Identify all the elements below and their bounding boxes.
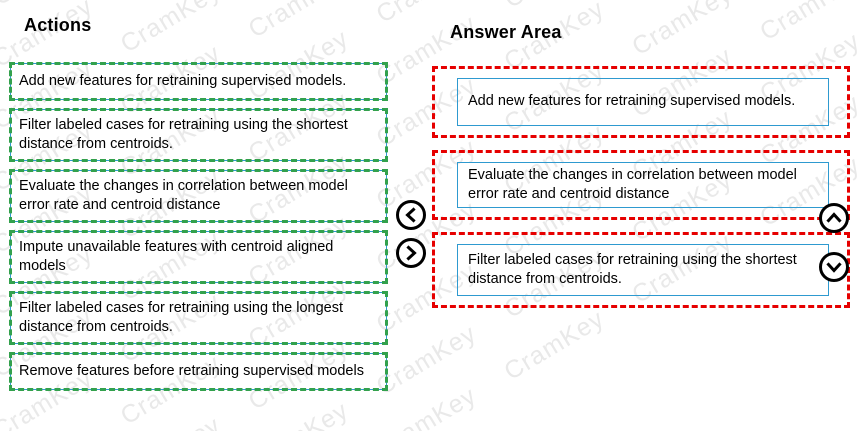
- chevron-down-icon: [826, 259, 842, 275]
- answer-drop-slot[interactable]: Evaluate the changes in correlation betw…: [432, 150, 850, 220]
- chevron-left-icon: [403, 207, 419, 223]
- action-item[interactable]: Impute unavailable features with centroi…: [9, 230, 388, 284]
- action-item[interactable]: Evaluate the changes in correlation betw…: [9, 169, 388, 223]
- answer-item[interactable]: Evaluate the changes in correlation betw…: [457, 162, 829, 208]
- action-item-label: Impute unavailable features with centroi…: [19, 238, 334, 274]
- watermark-text: CramKey: [0, 426, 98, 431]
- answer-item-label: Filter labeled cases for retraining usin…: [468, 251, 797, 287]
- watermark-text: CramKey: [116, 411, 226, 431]
- answer-drop-slot[interactable]: Add new features for retraining supervis…: [432, 66, 850, 138]
- watermark-row: CramKeyCramKeyCramKeyCramKeyCramKeyCramK…: [0, 0, 866, 27]
- watermark-text: CramKey: [371, 381, 482, 431]
- action-item[interactable]: Add new features for retraining supervis…: [9, 62, 388, 101]
- answer-item-label: Evaluate the changes in correlation betw…: [468, 166, 797, 202]
- action-item-label: Add new features for retraining supervis…: [19, 72, 347, 89]
- action-item-label: Filter labeled cases for retraining usin…: [19, 299, 344, 335]
- watermark-text: CramKey: [243, 0, 354, 44]
- action-item[interactable]: Remove features before retraining superv…: [9, 352, 388, 391]
- watermark-text: CramKey: [244, 396, 354, 431]
- chevron-up-icon: [826, 210, 842, 226]
- action-item[interactable]: Filter labeled cases for retraining usin…: [9, 291, 388, 345]
- actions-panel-title: Actions: [24, 15, 92, 35]
- answer-area-list: Add new features for retraining supervis…: [432, 66, 850, 320]
- answer-drop-slot[interactable]: Filter labeled cases for retraining usin…: [432, 232, 850, 308]
- answer-item[interactable]: Filter labeled cases for retraining usin…: [457, 244, 829, 296]
- actions-list: Add new features for retraining supervis…: [9, 62, 388, 399]
- move-left-button[interactable]: [396, 200, 426, 230]
- action-item-label: Remove features before retraining superv…: [19, 362, 364, 379]
- answer-area-title: Answer Area: [450, 22, 562, 42]
- action-item-label: Evaluate the changes in correlation betw…: [19, 177, 348, 213]
- watermark-text: CramKey: [115, 0, 226, 59]
- answer-item-label: Add new features for retraining supervis…: [468, 93, 796, 109]
- action-item-label: Filter labeled cases for retraining usin…: [19, 116, 348, 152]
- answer-item[interactable]: Add new features for retraining supervis…: [457, 78, 829, 126]
- watermark-text: CramKey: [499, 0, 609, 15]
- action-item[interactable]: Filter labeled cases for retraining usin…: [9, 108, 388, 162]
- chevron-right-icon: [403, 245, 419, 261]
- move-up-button[interactable]: [819, 203, 849, 233]
- watermark-text: CramKey: [627, 0, 737, 61]
- watermark-text: CramKey: [0, 0, 98, 12]
- move-down-button[interactable]: [819, 252, 849, 282]
- watermark-text: CramKey: [755, 0, 865, 47]
- watermark-text: CramKey: [371, 319, 482, 401]
- move-right-button[interactable]: [396, 238, 426, 268]
